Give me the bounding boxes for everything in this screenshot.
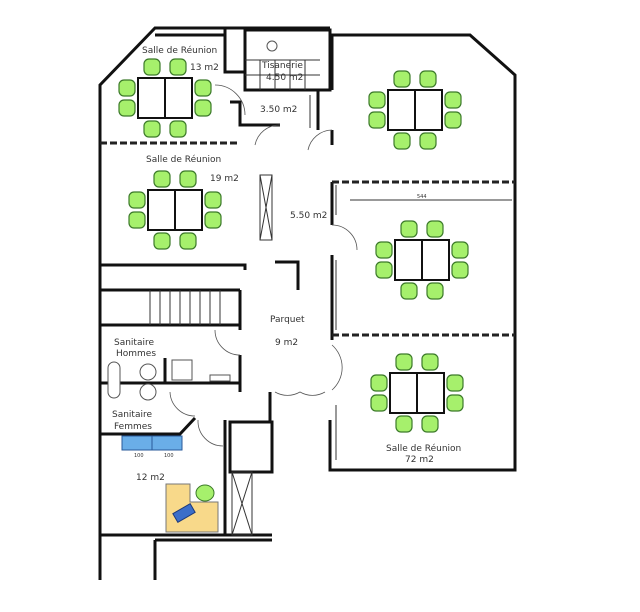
chair-icon <box>419 70 437 88</box>
chair-icon <box>118 99 136 117</box>
room-sub-sanitaire-femmes: Femmes <box>114 422 152 432</box>
sanitary-fixtures <box>107 40 278 451</box>
meeting-table <box>387 89 416 131</box>
room-area-hall: 3.50 m2 <box>260 105 297 115</box>
sink-icon <box>266 40 278 52</box>
meeting-table <box>416 372 445 414</box>
room-name-tisanerie: Tisanerie <box>261 61 303 71</box>
chair-icon <box>393 132 411 150</box>
chair-icon <box>179 170 197 188</box>
meeting-table <box>137 77 166 119</box>
chair-icon <box>169 58 187 76</box>
chair-icon <box>395 415 413 433</box>
labels: Salle de Réunion 13 m2 Tisanerie 4.50 m2… <box>112 45 461 483</box>
meeting-table <box>174 189 203 231</box>
room-area-corridor: 5.50 m2 <box>290 211 327 221</box>
chair-icon <box>446 374 464 392</box>
room-area-meeting-large: 72 m2 <box>405 455 434 465</box>
toilet-icon <box>171 359 193 381</box>
chair-icon <box>395 353 413 371</box>
chair-icon <box>375 261 393 279</box>
urinal-icon <box>209 374 231 382</box>
doors <box>169 84 358 447</box>
chair-icon <box>451 261 469 279</box>
walls <box>98 26 517 580</box>
chair-icon <box>451 241 469 259</box>
room-area-meeting-medium: 19 m2 <box>210 174 239 184</box>
chair-icon <box>143 58 161 76</box>
room-area-meeting-small: 13 m2 <box>190 63 219 73</box>
office-chair-icon <box>195 484 215 502</box>
room-name-meeting-medium: Salle de Réunion <box>146 154 221 165</box>
meeting-table <box>389 372 418 414</box>
room-name-sanitaire-femmes: Sanitaire <box>112 410 152 420</box>
chair-icon <box>444 111 462 129</box>
meeting-table <box>414 89 443 131</box>
chair-icon <box>204 211 222 229</box>
washbasin-icon <box>139 363 157 381</box>
bathtub-icon <box>107 361 121 399</box>
sink-dimension-right: 100 <box>164 453 174 459</box>
computer-icon <box>172 502 196 524</box>
room-name-sanitaire-hommes: Sanitaire <box>114 338 154 348</box>
chair-icon <box>421 353 439 371</box>
room-sub-sanitaire-hommes: Hommes <box>116 349 156 359</box>
washbasin-icon <box>139 383 157 401</box>
office-desk <box>165 483 219 533</box>
chair-icon <box>393 70 411 88</box>
sink-dimension-left: 100 <box>134 453 144 459</box>
meeting-furniture <box>118 58 469 433</box>
room-width-dimension: 544 <box>417 194 427 200</box>
chair-icon <box>128 211 146 229</box>
chair-icon <box>370 374 388 392</box>
chair-icon <box>421 415 439 433</box>
chair-icon <box>370 394 388 412</box>
chair-icon <box>128 191 146 209</box>
chair-icon <box>400 220 418 238</box>
chair-icon <box>194 99 212 117</box>
chair-icon <box>153 232 171 250</box>
chair-icon <box>204 191 222 209</box>
meeting-table <box>421 239 450 281</box>
meeting-table <box>164 77 193 119</box>
room-area-parquet: 9 m2 <box>275 338 298 348</box>
room-name-parquet: Parquet <box>270 315 305 325</box>
meeting-table <box>147 189 176 231</box>
chair-icon <box>400 282 418 300</box>
chair-icon <box>368 91 386 109</box>
chair-icon <box>169 120 187 138</box>
room-name-meeting-large: Salle de Réunion <box>386 443 461 454</box>
chair-icon <box>153 170 171 188</box>
chair-icon <box>419 132 437 150</box>
room-name-meeting-small: Salle de Réunion <box>142 45 217 56</box>
chair-icon <box>375 241 393 259</box>
chair-icon <box>368 111 386 129</box>
chair-icon <box>118 79 136 97</box>
chair-icon <box>143 120 161 138</box>
chair-icon <box>179 232 197 250</box>
room-area-office: 12 m2 <box>136 473 165 483</box>
chair-icon <box>444 91 462 109</box>
meeting-table <box>394 239 423 281</box>
chair-icon <box>446 394 464 412</box>
chair-icon <box>426 220 444 238</box>
chair-icon <box>194 79 212 97</box>
room-area-tisanerie: 4.50 m2 <box>266 73 303 83</box>
chair-icon <box>426 282 444 300</box>
stairs <box>149 290 221 325</box>
